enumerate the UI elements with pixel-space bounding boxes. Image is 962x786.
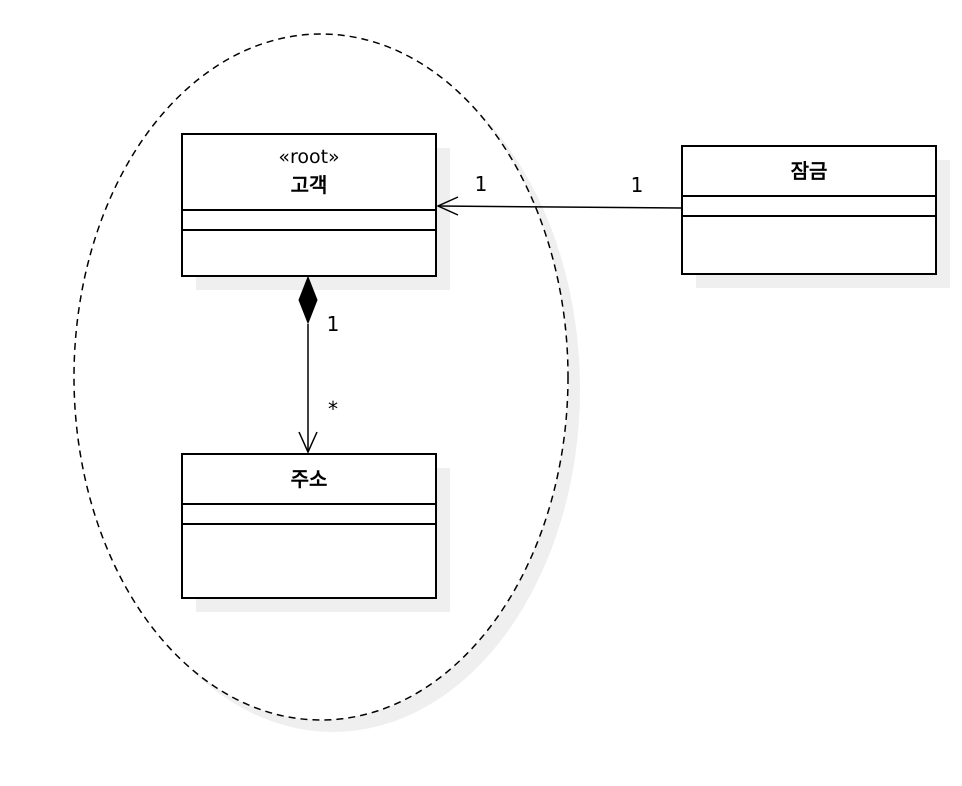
- class-address-name: 주소: [291, 467, 328, 491]
- class-address[interactable]: 주소: [181, 453, 450, 612]
- class-customer[interactable]: «root» 고객: [181, 133, 450, 290]
- class-address-box: [181, 453, 437, 599]
- association-lock-to-customer-line: [437, 205, 682, 209]
- class-lock-box: [681, 145, 937, 275]
- class-customer-stereotype: «root»: [278, 146, 339, 168]
- class-lock-name: 잠금: [791, 159, 828, 183]
- composition-customer-to-address-arrowhead: [298, 431, 318, 454]
- association-lock-to-customer[interactable]: 1 1: [436, 172, 682, 216]
- composition-target-multiplicity: *: [328, 397, 338, 421]
- association-lock-to-customer-source-multiplicity: 1: [631, 173, 644, 197]
- class-customer-box: [181, 133, 437, 277]
- class-customer-name: 고객: [291, 173, 328, 197]
- association-lock-to-customer-arrowhead: [436, 196, 459, 216]
- class-lock[interactable]: 잠금: [681, 145, 950, 288]
- association-lock-to-customer-target-multiplicity: 1: [475, 172, 488, 196]
- composition-source-multiplicity: 1: [327, 312, 340, 336]
- composition-customer-to-address[interactable]: 1 *: [298, 275, 340, 454]
- composition-diamond-icon: [298, 275, 318, 325]
